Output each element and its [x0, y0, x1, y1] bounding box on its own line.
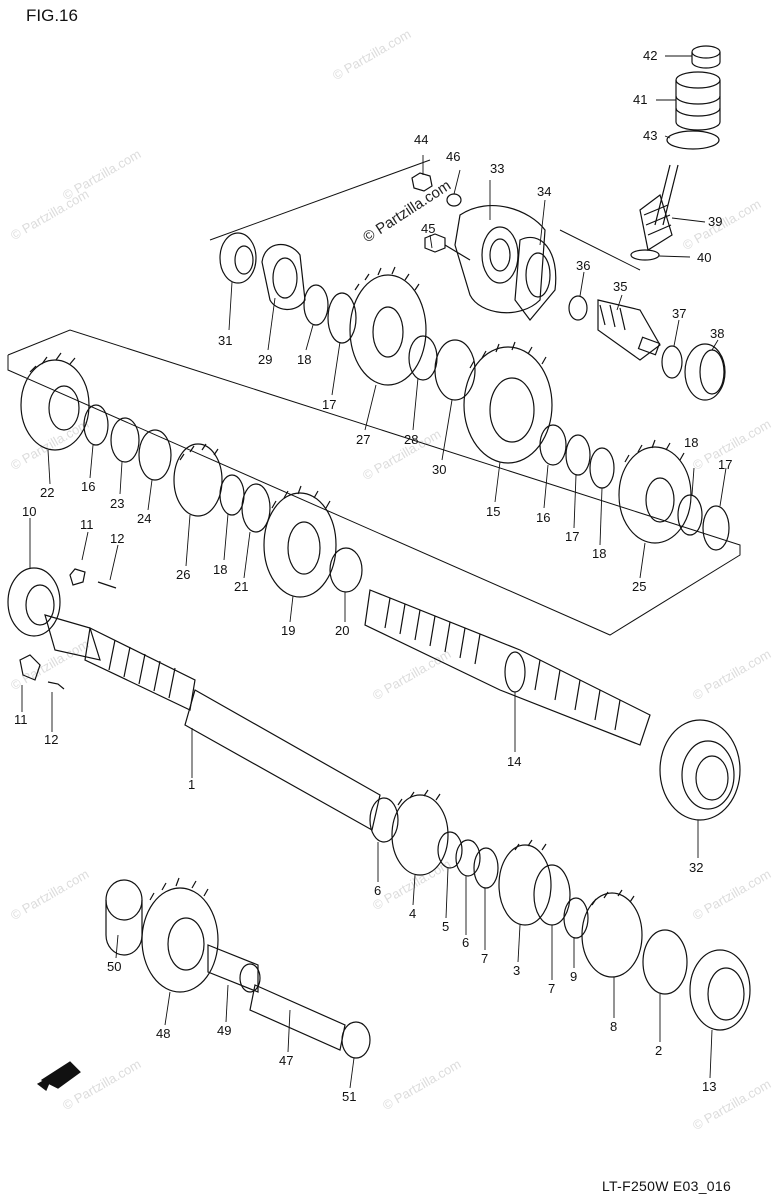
callout-9: 9: [570, 969, 578, 984]
callout-11: 11: [80, 517, 94, 532]
callout-36: 36: [576, 258, 591, 273]
callout-1: 1: [188, 777, 196, 792]
callout-48: 48: [156, 1026, 171, 1041]
callout-18: 18: [592, 546, 607, 561]
callout-39: 39: [708, 214, 723, 229]
leader-lines: [21, 55, 727, 1089]
upper-gear-row: [219, 232, 553, 464]
callout-23: 23: [110, 496, 125, 511]
callout-27: 27: [356, 432, 371, 447]
callout-43: 43: [643, 128, 658, 143]
callout-25: 25: [632, 579, 647, 594]
callout-13: 13: [702, 1079, 717, 1094]
callout-10: 10: [22, 504, 37, 519]
callout-42: 42: [643, 48, 658, 63]
callout-34: 34: [537, 184, 552, 199]
callout-38: 38: [710, 326, 725, 341]
callout-14: 14: [507, 754, 522, 769]
callout-33: 33: [490, 161, 505, 176]
callout-18: 18: [684, 435, 699, 450]
drawing-code: LT-F250W E03_016: [602, 1178, 732, 1194]
callout-45: 45: [421, 221, 436, 236]
countershaft-14: [364, 589, 741, 821]
callout-49: 49: [217, 1023, 232, 1038]
middle-gear-row: [20, 352, 730, 598]
lower-gear-row: [369, 789, 751, 1031]
callout-21: 21: [234, 579, 249, 594]
callout-2: 2: [655, 1043, 663, 1058]
callout-17: 17: [718, 457, 733, 472]
callout-11: 11: [14, 712, 28, 727]
callout-18: 18: [213, 562, 228, 577]
front-arrow-icon: [36, 1061, 81, 1091]
callout-51: 51: [342, 1089, 357, 1104]
callout-6: 6: [462, 935, 470, 950]
figure-label: FIG.16: [26, 6, 78, 25]
output-shaft-group: [568, 295, 726, 401]
callout-28: 28: [404, 432, 419, 447]
callout-5: 5: [442, 919, 450, 934]
callout-22: 22: [40, 485, 55, 500]
callout-47: 47: [279, 1053, 294, 1068]
callout-17: 17: [322, 397, 337, 412]
callout-19: 19: [281, 623, 296, 638]
assembly-boundary: [7, 159, 741, 636]
callout-20: 20: [335, 623, 350, 638]
callout-12: 12: [44, 732, 59, 747]
callout-46: 46: [446, 149, 461, 164]
callout-26: 26: [176, 567, 191, 582]
callout-35: 35: [613, 279, 628, 294]
callout-17: 17: [565, 529, 580, 544]
callout-30: 30: [432, 462, 447, 477]
callout-44: 44: [414, 132, 429, 147]
callout-41: 41: [633, 92, 648, 107]
callout-18: 18: [297, 352, 312, 367]
callout-50: 50: [107, 959, 122, 974]
cover-group: [411, 172, 557, 321]
callout-24: 24: [137, 511, 152, 526]
callout-37: 37: [672, 306, 687, 321]
callout-32: 32: [689, 860, 704, 875]
callout-40: 40: [697, 250, 712, 265]
callout-15: 15: [486, 504, 501, 519]
bottom-left-group: [105, 877, 371, 1059]
callout-3: 3: [513, 963, 521, 978]
callout-7: 7: [481, 951, 489, 966]
callout-12: 12: [110, 531, 125, 546]
callout-8: 8: [610, 1019, 618, 1034]
callout-16: 16: [536, 510, 551, 525]
speedometer-drive-group: [630, 45, 721, 261]
callout-6: 6: [374, 883, 382, 898]
callout-16: 16: [81, 479, 96, 494]
callout-31: 31: [218, 333, 233, 348]
callout-4: 4: [409, 906, 417, 921]
callout-7: 7: [548, 981, 556, 996]
callout-29: 29: [258, 352, 273, 367]
